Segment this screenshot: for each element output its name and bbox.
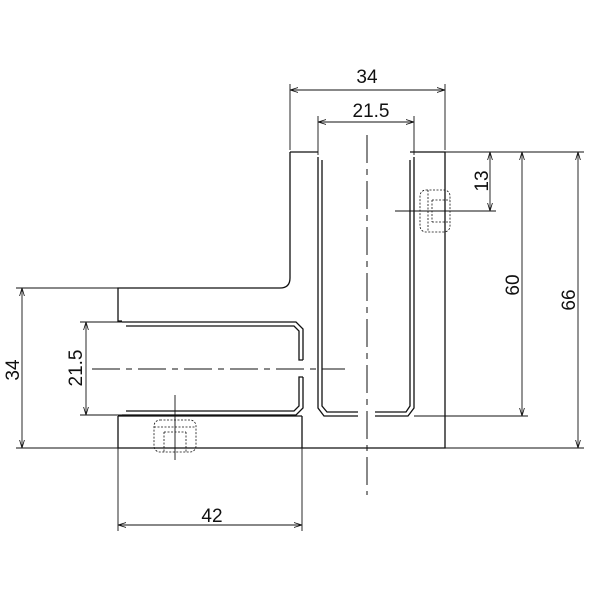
set-screw-bottom-icon — [153, 419, 197, 453]
dim-top-width: 34 — [356, 67, 378, 88]
dim-outer-height: 66 — [559, 289, 580, 310]
set-screw-top-icon — [419, 189, 451, 233]
centerlines — [92, 135, 460, 495]
bracket-outline — [117, 151, 446, 449]
dimension-lines — [16, 84, 584, 531]
dim-inner-height: 60 — [503, 274, 524, 295]
dim-bottom-width: 42 — [201, 506, 222, 527]
dim-screw-offset: 13 — [472, 170, 493, 191]
dim-left-inner-height: 21.5 — [66, 350, 87, 387]
dim-top-inner-width: 21.5 — [353, 101, 390, 122]
dim-left-height: 34 — [3, 359, 24, 381]
